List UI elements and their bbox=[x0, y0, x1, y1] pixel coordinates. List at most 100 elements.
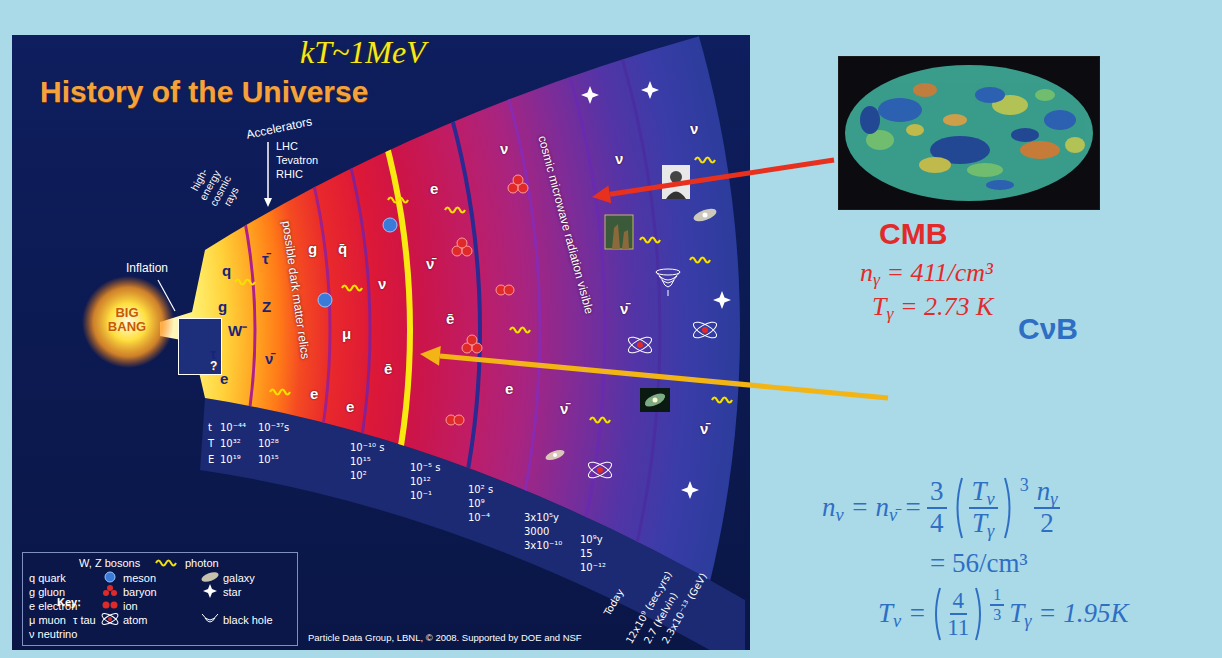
timeline-value: 3x10⁵y bbox=[524, 512, 559, 524]
subscript: γ bbox=[1024, 611, 1031, 631]
illustration-rect bbox=[640, 388, 670, 412]
timeline-value: 10⁻⁴ bbox=[468, 512, 490, 524]
formula-text: Tν = bbox=[878, 599, 926, 629]
key-samples bbox=[100, 561, 219, 627]
neutrino-temperature-formula: Tν = 4 11 1 3 Tγ = 1.95K bbox=[878, 586, 1129, 642]
legend-entry: ion bbox=[123, 600, 138, 613]
neutrino-density-formula: nν = nν̄ = 3 4 Tν Tγ 3 nγ 2 bbox=[822, 476, 1060, 540]
denominator: 11 bbox=[947, 615, 969, 640]
subscript: γ bbox=[873, 269, 880, 289]
legend-entry: atom bbox=[123, 614, 147, 627]
illustration-ellipse bbox=[943, 114, 967, 126]
timeline-value: 10⁹y bbox=[580, 534, 603, 546]
timeline-value: 10¹⁵ bbox=[350, 456, 371, 468]
key-box: Key:W, Z bosonsphotonq quarkmesongalaxyg… bbox=[22, 552, 298, 646]
subscript: γ bbox=[987, 521, 994, 541]
illustration-path bbox=[957, 478, 962, 538]
subscript: ν bbox=[836, 505, 844, 525]
universe-fan bbox=[0, 0, 740, 658]
fraction: 3 4 bbox=[927, 477, 947, 538]
illustration-ellipse bbox=[860, 106, 880, 134]
illustration-ellipse bbox=[200, 570, 220, 584]
particle-symbol: e bbox=[220, 370, 228, 387]
illustration-circle bbox=[0, 0, 480, 658]
illustration-path bbox=[590, 418, 610, 423]
timeline-value: 10⁻⁴⁴ bbox=[220, 422, 246, 434]
illustration-path bbox=[203, 584, 217, 598]
illustration-line bbox=[158, 280, 175, 311]
big-bang-glow bbox=[82, 276, 174, 368]
accelerator-name: Tevatron bbox=[276, 154, 318, 167]
timeline-value: 10⁻¹² bbox=[580, 562, 606, 574]
particle-symbol: ν bbox=[615, 150, 623, 167]
timeline-value: 10¹⁵ bbox=[258, 454, 279, 466]
cmb-anisotropies bbox=[860, 83, 1085, 190]
illustration-ellipse bbox=[913, 83, 937, 97]
illustration-line bbox=[267, 142, 269, 199]
subscript: γ bbox=[1050, 489, 1057, 509]
cmb-sky-map: CMB bbox=[838, 56, 1100, 210]
timeline-value: 10⁻¹ bbox=[410, 490, 432, 502]
illustration-path bbox=[656, 272, 680, 280]
atoms bbox=[586, 319, 719, 481]
particle-symbol: ν̄ bbox=[265, 350, 273, 367]
panel-title: History of the Universe bbox=[40, 75, 368, 109]
particle-symbol: q̄ bbox=[338, 240, 347, 257]
parenthesis bbox=[931, 586, 942, 642]
energy-scale-label: kT~1MeV bbox=[300, 34, 426, 71]
illustration-circle bbox=[467, 335, 477, 345]
credit-note: Particle Data Group, LBNL, © 2008. Suppo… bbox=[308, 633, 582, 644]
legend-entry: ν neutrino bbox=[29, 628, 77, 641]
particle-symbol: ν̄ bbox=[560, 400, 568, 417]
particle-symbol: ν̄ bbox=[700, 420, 708, 437]
legend-entry: μ muon bbox=[29, 614, 66, 627]
illustration-path bbox=[388, 198, 408, 203]
legend-entry: meson bbox=[123, 572, 156, 585]
illustration-line bbox=[440, 356, 888, 398]
big-bang-label: BIG BANG bbox=[96, 306, 158, 334]
timeline-value: 10¹⁹ bbox=[220, 454, 241, 466]
fraction-exponent: 1 3 bbox=[990, 586, 1004, 623]
timeline-value: 10⁹ bbox=[468, 498, 485, 510]
accelerator-name: RHIC bbox=[276, 168, 303, 181]
cmb-temperature: Tγ = 2.73 K bbox=[872, 292, 993, 322]
illustration-ellipse bbox=[975, 87, 1005, 103]
legend-entry: baryon bbox=[123, 586, 157, 599]
illustration-circle bbox=[0, 0, 410, 658]
illustration-polygon bbox=[420, 346, 441, 366]
illustration-circle bbox=[0, 0, 605, 658]
illustration-circle bbox=[0, 0, 660, 658]
illustration-ellipse bbox=[691, 319, 719, 341]
cnb-heading: CνB bbox=[1018, 312, 1078, 347]
subscript: ν bbox=[893, 611, 901, 631]
particle-symbol: g bbox=[218, 298, 227, 315]
illustration-ellipse bbox=[1065, 137, 1085, 153]
illustration-path bbox=[510, 328, 530, 333]
illustration-circle bbox=[105, 572, 115, 582]
formula-result: = 56/cm³ bbox=[930, 548, 1028, 579]
legend-entry: q quark bbox=[29, 572, 66, 585]
illustration-ellipse bbox=[1011, 128, 1039, 142]
subscript: ν̄ bbox=[889, 505, 897, 525]
inflation-label: Inflation bbox=[126, 262, 168, 276]
fraction: Tν Tγ bbox=[969, 477, 998, 538]
illustration-path bbox=[445, 208, 465, 213]
illustration-ellipse bbox=[878, 98, 922, 122]
illustration-ellipse bbox=[1044, 110, 1076, 130]
illustration-rect bbox=[605, 215, 633, 249]
key-background bbox=[22, 552, 298, 646]
illustration-circle bbox=[702, 327, 708, 333]
denominator: 2 bbox=[1040, 509, 1054, 539]
illustration-ellipse bbox=[967, 163, 1003, 177]
timeline-value: 3x10⁻¹⁰ bbox=[524, 540, 562, 552]
timeline-value: 15 bbox=[580, 548, 593, 560]
illustration-path bbox=[156, 561, 176, 566]
cmb-density: nγ = 411/cm³ bbox=[860, 258, 993, 288]
particle-symbol: Z bbox=[262, 298, 271, 315]
illustration-path bbox=[202, 614, 218, 622]
legend-entry: black hole bbox=[223, 614, 273, 627]
particle-symbol: ν̄ bbox=[620, 300, 628, 317]
particle-symbol: ν bbox=[500, 140, 508, 157]
timeline-axis: E bbox=[208, 454, 214, 466]
illustration-ellipse bbox=[906, 124, 924, 136]
